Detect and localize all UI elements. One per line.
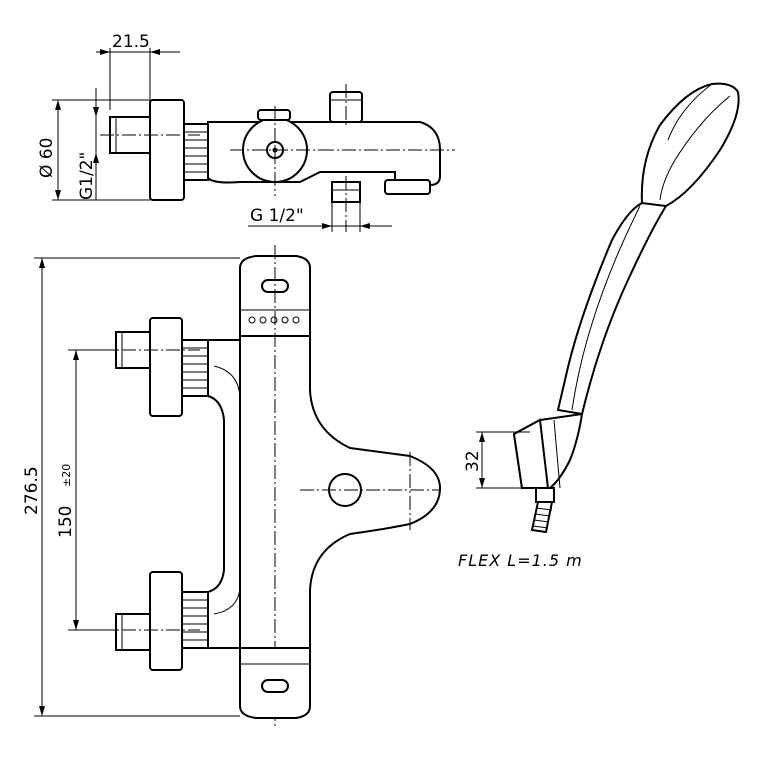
dim-inlet-offset: 21.5 bbox=[112, 32, 150, 52]
front-view: 276.5 150 ±20 bbox=[22, 245, 442, 728]
dim-centre-distance: 150 bbox=[56, 506, 76, 538]
dim-total-height: 276.5 bbox=[22, 466, 42, 515]
dim-inlet-thread: G1/2" bbox=[77, 152, 97, 200]
hose-length-note: FLEX L=1.5 m bbox=[458, 551, 583, 570]
dim-handle-holder: 32 bbox=[463, 450, 483, 472]
dim-body-diameter: Ø 60 bbox=[37, 138, 57, 178]
top-view: 21.5 Ø 60 G1/2" bbox=[37, 32, 455, 232]
dim-centre-tolerance: ±20 bbox=[60, 464, 73, 487]
dim-outlet-thread: G 1/2" bbox=[250, 206, 304, 226]
hand-shower: 32 FLEX L=1.5 m bbox=[458, 82, 740, 570]
